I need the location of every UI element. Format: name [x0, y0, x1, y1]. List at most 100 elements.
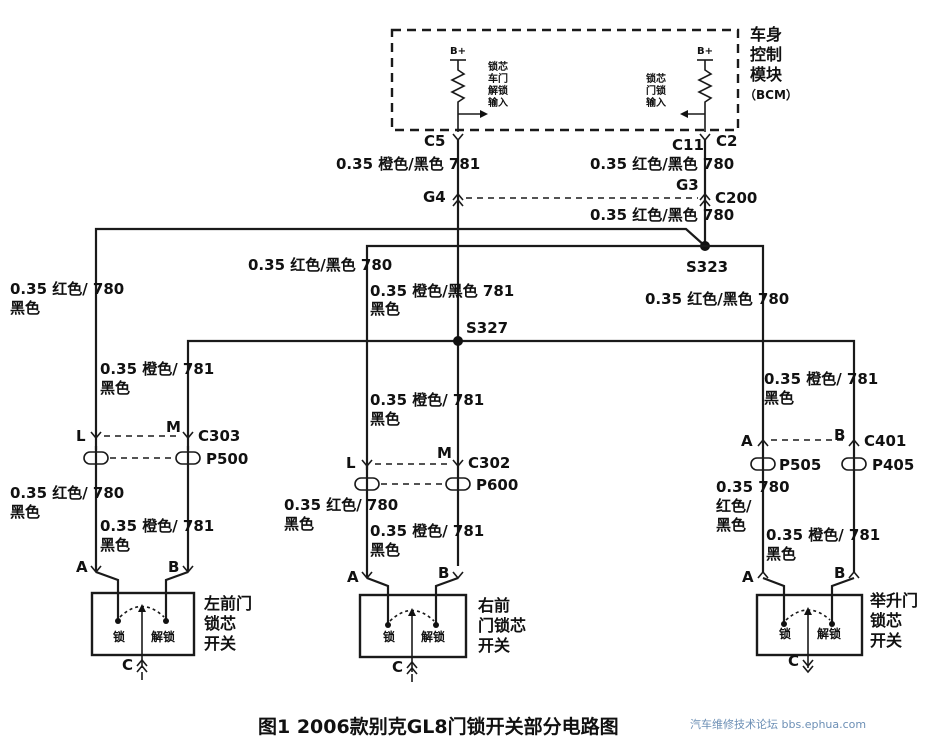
bcm-title-2: 控制	[750, 45, 782, 64]
wire-781-mid-label-2: 黑色	[370, 300, 400, 318]
wire-781-left-label: 0.35 橙色/ 781	[100, 360, 214, 378]
rf-contact-unlock	[433, 622, 439, 628]
lg-c401-a-symbol	[757, 438, 769, 447]
b-plus-left: B+	[450, 46, 466, 57]
wire-780-lg-low-label-2: 红色/	[716, 497, 752, 515]
lf-pin-b: B	[168, 558, 179, 576]
lg-pin-a-symbol	[757, 570, 769, 579]
rf-wire-a-in	[366, 576, 390, 626]
lg-switch-name-3: 开关	[870, 631, 902, 650]
connector-g3-symbol	[699, 192, 711, 201]
rf-pin-a: A	[347, 568, 359, 586]
splice-s323-label: S323	[686, 258, 728, 276]
connector-p600: P600	[476, 476, 518, 494]
lf-pin-c: C	[122, 656, 133, 674]
rf-p600-seal-b	[445, 477, 471, 491]
connector-c401: C401	[864, 432, 906, 450]
lf-switch-name-2: 锁芯	[204, 614, 236, 633]
connector-c303: C303	[198, 427, 240, 445]
rf-pin-c: C	[392, 658, 403, 676]
wire-780-left-label: 0.35 红色/ 780	[10, 280, 124, 298]
rf-switch-name-3: 开关	[478, 636, 510, 655]
rf-p600-seal-a	[354, 477, 380, 491]
rf-wire-b-in	[434, 576, 459, 626]
lg-switch-name-2: 锁芯	[870, 611, 902, 630]
pullup-resistor-left	[450, 60, 466, 132]
lg-pin-b: B	[834, 564, 845, 582]
connector-g4-symbol	[452, 192, 464, 201]
lg-p505-seal	[750, 457, 776, 471]
rf-c302-l-symbol	[361, 459, 373, 468]
lf-p500-seal-b	[175, 451, 201, 465]
bcm-title-3: 模块	[750, 65, 783, 84]
connector-p505: P505	[779, 456, 821, 474]
lg-switch-arrow	[804, 607, 812, 615]
connector-c5: C5	[424, 132, 445, 150]
lf-wire-a-in	[95, 570, 120, 620]
wire-780-left-label-2: 黑色	[10, 299, 40, 317]
lf-pin-c-symbol-2	[136, 664, 148, 673]
lg-unlock-label: 解锁	[817, 626, 841, 641]
lf-lock-label: 锁	[113, 629, 125, 644]
lf-p500-seal-a	[83, 451, 109, 465]
wire-781-rf-low-label: 0.35 橙色/ 781	[370, 522, 484, 540]
lf-contact-lock	[115, 618, 121, 624]
wire-781-top-label: 0.35 橙色/黑色 781	[336, 155, 480, 173]
rf-pin-l: L	[346, 454, 356, 472]
rf-pin-b-symbol	[452, 571, 464, 580]
wire-781-right-label-2: 黑色	[764, 389, 794, 407]
lf-unlock-label: 解锁	[151, 629, 175, 644]
figure-caption: 图1 2006款别克GL8门锁开关部分电路图	[258, 715, 619, 738]
bcm-title-1: 车身	[750, 25, 782, 44]
lg-pin-a-top: A	[741, 432, 753, 450]
connector-p500: P500	[206, 450, 248, 468]
wire-781-center-label-2: 黑色	[370, 410, 400, 428]
lg-lock-label: 锁	[779, 626, 791, 641]
b-plus-right: B+	[697, 46, 713, 57]
lg-pin-a: A	[742, 568, 754, 586]
lf-c303-m-symbol	[182, 431, 194, 440]
rf-lock-label: 锁	[383, 629, 395, 644]
input-right-3: 输入	[646, 96, 666, 109]
lf-wire-b-in	[164, 570, 189, 620]
wire-780-rf-low-label: 0.35 红色/ 780	[284, 496, 398, 514]
lf-switch-arrow	[138, 604, 146, 612]
switch-left-front	[90, 591, 196, 657]
lg-pin-c-symbol-2	[802, 665, 814, 674]
switch-right-front	[358, 593, 468, 659]
connector-g4-symbol-2	[452, 198, 464, 207]
wire-781-mid-label: 0.35 橙色/黑色 781	[370, 282, 514, 300]
pullup-resistor-right	[697, 60, 713, 132]
connector-g3-symbol-2	[699, 198, 711, 207]
lf-pin-m: M	[166, 418, 181, 436]
splice-s327-label: S327	[466, 319, 508, 337]
lg-contact-unlock	[829, 621, 835, 627]
lg-p405-seal	[841, 457, 867, 471]
input-left-1: 锁芯	[488, 60, 508, 73]
lg-pin-c-symbol	[802, 659, 814, 668]
connector-c11: C11	[672, 136, 704, 154]
connector-c2: C2	[716, 132, 737, 150]
lg-c401-b-symbol	[848, 438, 860, 447]
bcm-boundary	[390, 28, 740, 132]
wire-780-lf-low-label-2: 黑色	[10, 503, 40, 521]
wire-780-mid-label: 0.35 红色/黑色 780	[248, 256, 392, 274]
wire-781-right-label: 0.35 橙色/ 781	[764, 370, 878, 388]
rf-pin-b: B	[438, 564, 449, 582]
rf-pin-m: M	[437, 444, 452, 462]
wire-781-rf-low-label-2: 黑色	[370, 541, 400, 559]
input-left-4: 输入	[488, 96, 508, 109]
input-left-2: 车门	[488, 72, 508, 85]
wire-780-lg-low-label-3: 黑色	[716, 516, 746, 534]
lf-pin-l: L	[76, 427, 86, 445]
connector-c302: C302	[468, 454, 510, 472]
wire-780-lf-low-label: 0.35 红色/ 780	[10, 484, 124, 502]
wire-781-lg-low-label: 0.35 橙色/ 781	[766, 526, 880, 544]
lg-contact-lock	[781, 621, 787, 627]
wire-781-bus	[186, 339, 856, 450]
rf-pin-c-symbol-2	[406, 666, 418, 675]
rf-unlock-label: 解锁	[421, 629, 445, 644]
wire-781-lf-low-label-2: 黑色	[100, 536, 130, 554]
connector-g4: G4	[423, 188, 446, 206]
